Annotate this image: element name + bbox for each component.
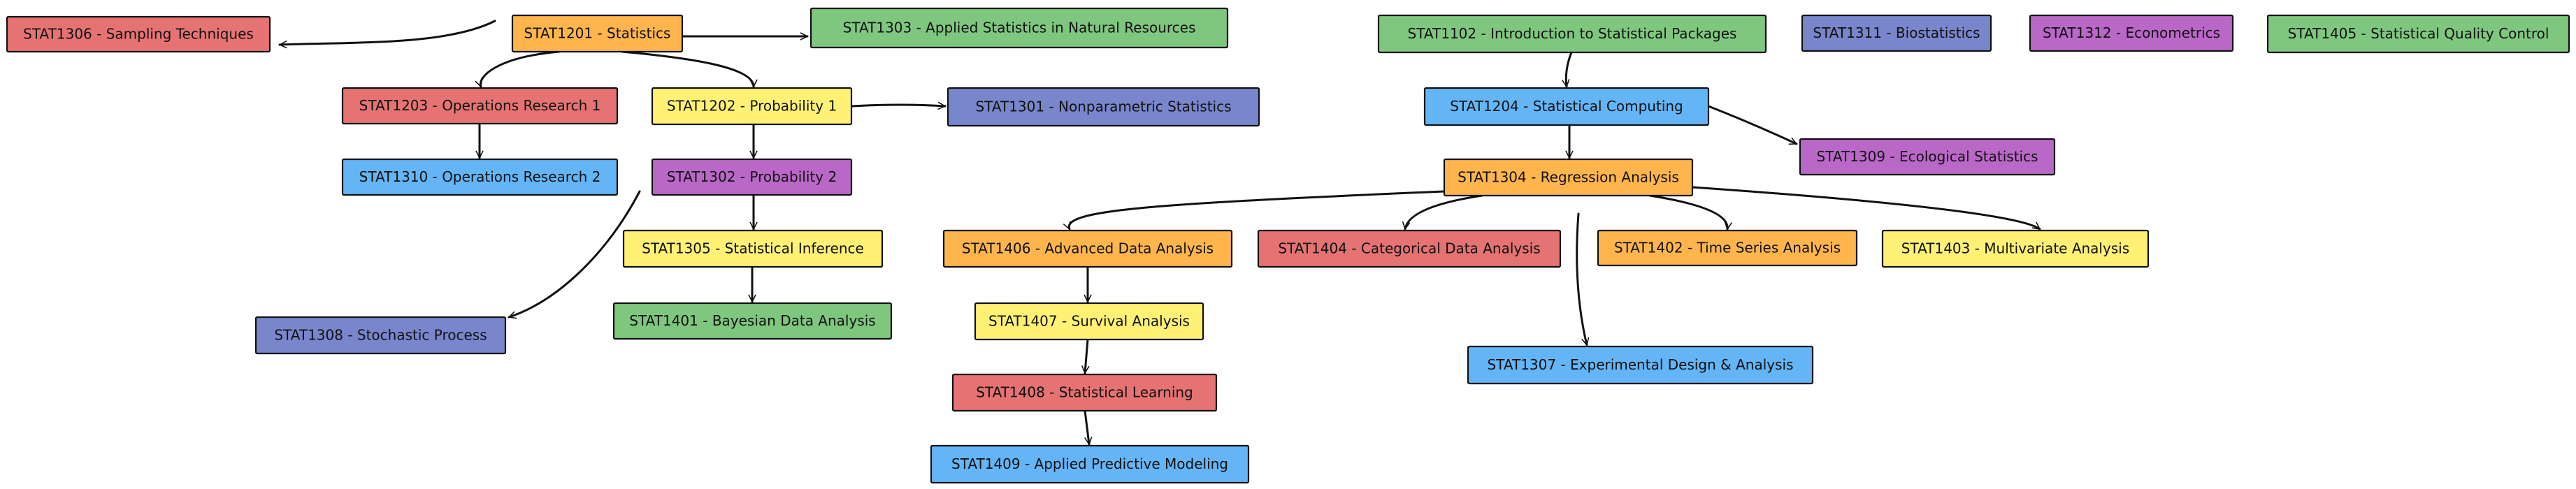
node-box: [612, 302, 893, 340]
node-box: [341, 158, 619, 196]
node-label: STAT1401 - Bayesian Data Analysis: [629, 312, 875, 329]
node-stat1404[interactable]: STAT1404 - Categorical Data Analysis: [1257, 229, 1562, 268]
node-stat1201[interactable]: STAT1201 - Statistics: [511, 14, 684, 53]
node-box: [1801, 14, 1992, 52]
edge-stat1304-to-stat1403: [1691, 186, 2041, 231]
node-box: [1257, 229, 1562, 268]
node-box: [651, 158, 853, 196]
node-box: [1467, 345, 1814, 385]
node-box: [2029, 14, 2234, 52]
node-box: [2266, 14, 2570, 54]
node-label: STAT1202 - Probability 1: [667, 98, 837, 115]
node-box: [951, 373, 1218, 412]
node-label: STAT1308 - Stochastic Process: [274, 327, 487, 344]
node-label: STAT1310 - Operations Research 2: [359, 168, 601, 185]
node-label: STAT1301 - Nonparametric Statistics: [975, 98, 1231, 115]
edge-stat1302-to-stat1308: [508, 190, 641, 319]
node-stat1310[interactable]: STAT1310 - Operations Research 2: [341, 158, 619, 196]
node-box: [6, 15, 271, 53]
node-label: STAT1204 - Statistical Computing: [1450, 98, 1683, 115]
edge-stat1304-to-stat1404: [1402, 194, 1483, 231]
edge-stat1202-to-stat1301: [850, 101, 947, 110]
node-box: [930, 444, 1250, 484]
node-label: STAT1403 - Multivariate Analysis: [1901, 240, 2129, 257]
node-box: [622, 229, 884, 268]
node-box: [254, 316, 507, 355]
node-label: STAT1409 - Applied Predictive Modeling: [951, 455, 1228, 472]
node-label: STAT1311 - Biostatistics: [1813, 24, 1980, 41]
node-label: STAT1405 - Statistical Quality Control: [2288, 25, 2549, 42]
node-stat1405[interactable]: STAT1405 - Statistical Quality Control: [2266, 14, 2570, 54]
node-stat1302[interactable]: STAT1302 - Probability 2: [651, 158, 853, 196]
node-stat1306[interactable]: STAT1306 - Sampling Techniques: [6, 15, 271, 53]
node-box: [942, 229, 1233, 268]
edge-stat1408-to-stat1409: [1084, 409, 1093, 446]
node-label: STAT1312 - Econometrics: [2043, 24, 2220, 41]
node-stat1301[interactable]: STAT1301 - Nonparametric Statistics: [947, 87, 1260, 127]
node-stat1303[interactable]: STAT1303 - Applied Statistics in Natural…: [810, 7, 1229, 49]
node-label: STAT1406 - Advanced Data Analysis: [962, 240, 1214, 257]
node-label: STAT1404 - Categorical Data Analysis: [1278, 240, 1540, 257]
node-stat1407[interactable]: STAT1407 - Survival Analysis: [974, 302, 1204, 341]
node-label: STAT1307 - Experimental Design & Analysi…: [1487, 356, 1793, 373]
edges: [278, 20, 2041, 446]
edge-stat1407-to-stat1408: [1081, 338, 1090, 374]
node-stat1309[interactable]: STAT1309 - Ecological Statistics: [1799, 138, 2056, 176]
edge-stat1304-to-stat1307: [1576, 212, 1590, 346]
node-stat1202[interactable]: STAT1202 - Probability 1: [651, 87, 853, 126]
node-box: [1881, 229, 2150, 268]
edge-stat1204-to-stat1309: [1707, 105, 1798, 145]
node-stat1308[interactable]: STAT1308 - Stochastic Process: [254, 316, 507, 355]
node-box: [974, 302, 1204, 341]
node-label: STAT1306 - Sampling Techniques: [23, 26, 254, 43]
edge-stat1304-to-stat1406: [1063, 190, 1446, 231]
node-stat1305[interactable]: STAT1305 - Statistical Inference: [622, 229, 884, 268]
node-box: [1799, 138, 2056, 176]
node-box: [651, 87, 853, 126]
node-label: STAT1309 - Ecological Statistics: [1816, 148, 2038, 165]
node-stat1408[interactable]: STAT1408 - Statistical Learning: [951, 373, 1218, 412]
node-stat1203[interactable]: STAT1203 - Operations Research 1: [341, 87, 619, 125]
node-box: [341, 87, 619, 125]
node-label: STAT1201 - Statistics: [524, 25, 671, 42]
edge-stat1201-to-stat1202: [621, 50, 758, 88]
edge-stat1201-to-stat1306: [278, 20, 496, 49]
node-label: STAT1303 - Applied Statistics in Natural…: [843, 20, 1196, 36]
node-label: STAT1304 - Regression Analysis: [1458, 169, 1679, 186]
node-label: STAT1102 - Introduction to Statistical P…: [1408, 25, 1737, 42]
node-box: [1377, 14, 1767, 54]
node-box: [947, 87, 1260, 127]
node-stat1311[interactable]: STAT1311 - Biostatistics: [1801, 14, 1992, 52]
node-box: [1443, 158, 1694, 197]
node-stat1409[interactable]: STAT1409 - Applied Predictive Modeling: [930, 444, 1250, 484]
node-label: STAT1305 - Statistical Inference: [642, 240, 864, 257]
node-box: [810, 7, 1229, 49]
node-stat1403[interactable]: STAT1403 - Multivariate Analysis: [1881, 229, 2150, 268]
node-stat1401[interactable]: STAT1401 - Bayesian Data Analysis: [612, 302, 893, 340]
node-label: STAT1407 - Survival Analysis: [988, 313, 1190, 330]
node-stat1102[interactable]: STAT1102 - Introduction to Statistical P…: [1377, 14, 1767, 54]
node-stat1204[interactable]: STAT1204 - Statistical Computing: [1423, 87, 1710, 126]
node-label: STAT1402 - Time Series Analysis: [1614, 240, 1841, 256]
node-stat1307[interactable]: STAT1307 - Experimental Design & Analysi…: [1467, 345, 1814, 385]
node-stat1406[interactable]: STAT1406 - Advanced Data Analysis: [942, 229, 1233, 268]
node-label: STAT1203 - Operations Research 1: [359, 97, 601, 114]
node-stat1402[interactable]: STAT1402 - Time Series Analysis: [1597, 229, 1858, 267]
edge-stat1201-to-stat1203: [475, 50, 561, 88]
edge-stat1304-to-stat1402: [1648, 194, 1732, 231]
edge-stat1102-to-stat1204: [1562, 51, 1573, 88]
node-stat1304[interactable]: STAT1304 - Regression Analysis: [1443, 158, 1694, 197]
node-box: [1423, 87, 1710, 126]
node-label: STAT1302 - Probability 2: [667, 168, 837, 185]
node-stat1312[interactable]: STAT1312 - Econometrics: [2029, 14, 2234, 52]
node-box: [511, 14, 684, 53]
node-box: [1597, 229, 1858, 267]
nodes: STAT1306 - Sampling Techniques STAT1201 -…: [6, 7, 2570, 484]
node-label: STAT1408 - Statistical Learning: [976, 384, 1193, 401]
